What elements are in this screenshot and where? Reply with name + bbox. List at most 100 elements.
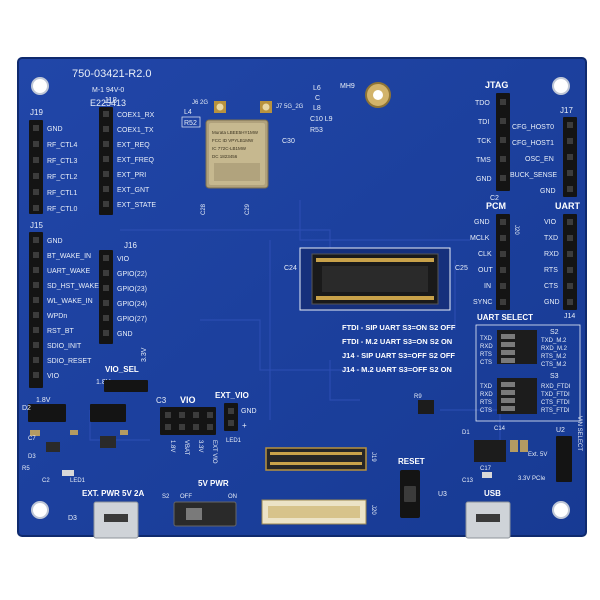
ref-j9: J19 [370,452,376,462]
uart-pin-4: RTS [544,267,558,274]
pcm-ref: J20 [513,225,519,235]
ref-u2: D3 [28,454,36,460]
ref-c10: C7 [28,436,36,442]
j15-pin-7: RST_BT [47,328,75,335]
ext5v-label: Ext. 5V [528,452,547,458]
s2-right-3: RTS_M.2 [541,354,567,360]
s2-left-1: TXD [480,336,493,342]
j13-label-1: 1.8V [169,440,175,452]
pwr-on-label: ON [228,494,237,500]
uart-title: UART [555,201,580,211]
j19-pin-1: GND [47,126,63,133]
ref-c24: C24 [284,265,297,272]
s2-ref: S2 [550,329,559,336]
smd-cluster-right: D1 C14 C17 C13 R9 [414,394,528,484]
header-uart: UART VIO TXD RXD RTS CTS GND J14 [544,201,580,320]
j16-ref: J16 [124,241,137,250]
uart-ref: J14 [564,313,575,320]
j15-ref: J15 [30,221,43,230]
ref-c30: C30 [282,138,295,145]
mounting-hole-bl [31,501,49,519]
ref-j21: LED1 [226,438,242,444]
header-j17: J17 CFG_HOST0 CFG_HOST1 OSC_EN BUCK_SENS… [510,106,577,197]
j17-pin-4: BUCK_SENSE [510,172,557,179]
ref-r53: R53 [310,127,323,134]
ref-c25: C25 [455,265,468,272]
header-j19: J19 GND RF_CTL4 RF_CTL3 RF_CTL2 RF_CTL1 … [29,108,77,214]
ref-led1: LED1 [70,478,86,484]
j18-pin-6: EXT_GNT [117,187,150,194]
s2-right-1: TXD_M.2 [541,338,567,344]
jtag-title: JTAG [485,80,508,90]
vio-label: VIO [180,395,196,405]
ref-c14: C14 [494,426,506,432]
j15-pin-10: VIO [47,373,60,380]
ref-r52: R52 [184,120,197,127]
jumper-j1[interactable] [90,404,126,422]
ref-d1: C13 [462,478,474,484]
s3-right-3: CTS_FTDI [541,400,570,406]
ext-pwr-label: EXT. PWR 5V 2A [82,489,144,498]
j13-label-4: EXT VIO [211,440,217,464]
j18-ref: J18 [104,96,117,105]
j13-label-2: VBAT [183,440,189,456]
dip-switch-s2[interactable] [497,330,537,364]
uart-pin-1: VIO [544,219,557,226]
j13-label-3: 3.3V [197,440,203,452]
jumper-j3[interactable] [28,404,66,422]
header-j18: J18 COEX1_RX COEX1_TX EXT_REQ EXT_FREQ E… [99,96,156,215]
mh9-label: MH9 [340,83,355,90]
power-switch[interactable] [173,501,237,527]
usb-area: USB U3 [438,489,511,539]
ref-j12: C2 [490,195,499,202]
header-j16: J16 VIO GPIO(22) GPIO(23) GPIO(24) GPIO(… [99,241,147,344]
header-j13: C3 VIO 1.8V VBAT 3.3V EXT VIO [156,395,217,464]
j15-pin-6: WPDn [47,313,67,320]
j15-pin-8: SDIO_INIT [47,343,82,350]
note-1: FTDI - SIP UART S3=ON S2 OFF [342,323,456,332]
note-4: J14 - M.2 UART S3=OFF S2 ON [342,365,452,374]
uart-config-notes: FTDI - SIP UART S3=ON S2 OFF FTDI - M.2 … [342,323,456,374]
j19-pin-6: RF_CTL0 [47,206,77,213]
m2-connector: C24 C25 [284,247,468,311]
v33-label-top: 3.3V [141,347,148,362]
module-line-3: IC 772C-LB1MW [212,146,247,151]
pcm-pin-6: SYNC [473,299,492,306]
j18-pin-3: EXT_REQ [117,142,150,149]
s3-left-4: CTS [480,408,492,414]
antenna-connector-5g: J7 5G_2G [260,101,304,113]
s3-right-1: RXD_FTDI [541,384,571,390]
ref-c7: C2 [42,478,50,484]
reset-label: RESET [398,457,425,466]
ref-c28: C28 [201,203,207,215]
ref-u3: D1 [462,430,470,436]
s3-left-1: TXD [480,384,493,390]
part-number: 750-03421-R2.0 [72,68,152,80]
s3-left-2: RXD [480,392,493,398]
dip-switch-s3[interactable] [497,378,537,414]
vin-select-jumper[interactable] [556,436,572,482]
ref-r9: C17 [480,466,492,472]
j15-pin-1: GND [47,238,63,245]
j17-ref: J17 [560,106,573,115]
j18-pin-4: EXT_FREQ [117,157,155,164]
ref-l8: L8 [313,105,321,112]
vio-sel-jumper[interactable] [104,380,148,392]
ref-j2: D3 [68,515,77,522]
uart-pin-6: GND [544,299,560,306]
usb-label: USB [484,489,501,498]
pwr-switch-label: 5V PWR [198,479,229,488]
ref-c: C [315,95,320,102]
uart-select-title: UART SELECT [477,313,533,322]
note-2: FTDI - M.2 UART S3=ON S2 ON [342,337,452,346]
j16-pin-4: GPIO(24) [117,301,147,308]
j16-pin-3: GPIO(23) [117,286,147,293]
jtag-pin-4: TMS [476,157,491,164]
ref-r5: R5 [22,466,30,472]
j17-pin-1: CFG_HOST0 [512,124,554,131]
j19-ref: J19 [30,108,43,117]
mounting-hole-tl [31,77,49,95]
j15-pin-5: WL_WAKE_IN [47,298,93,305]
vin-select-area: VIN SELECT U2 Ext. 5V 3.3V PCIe [518,416,582,482]
